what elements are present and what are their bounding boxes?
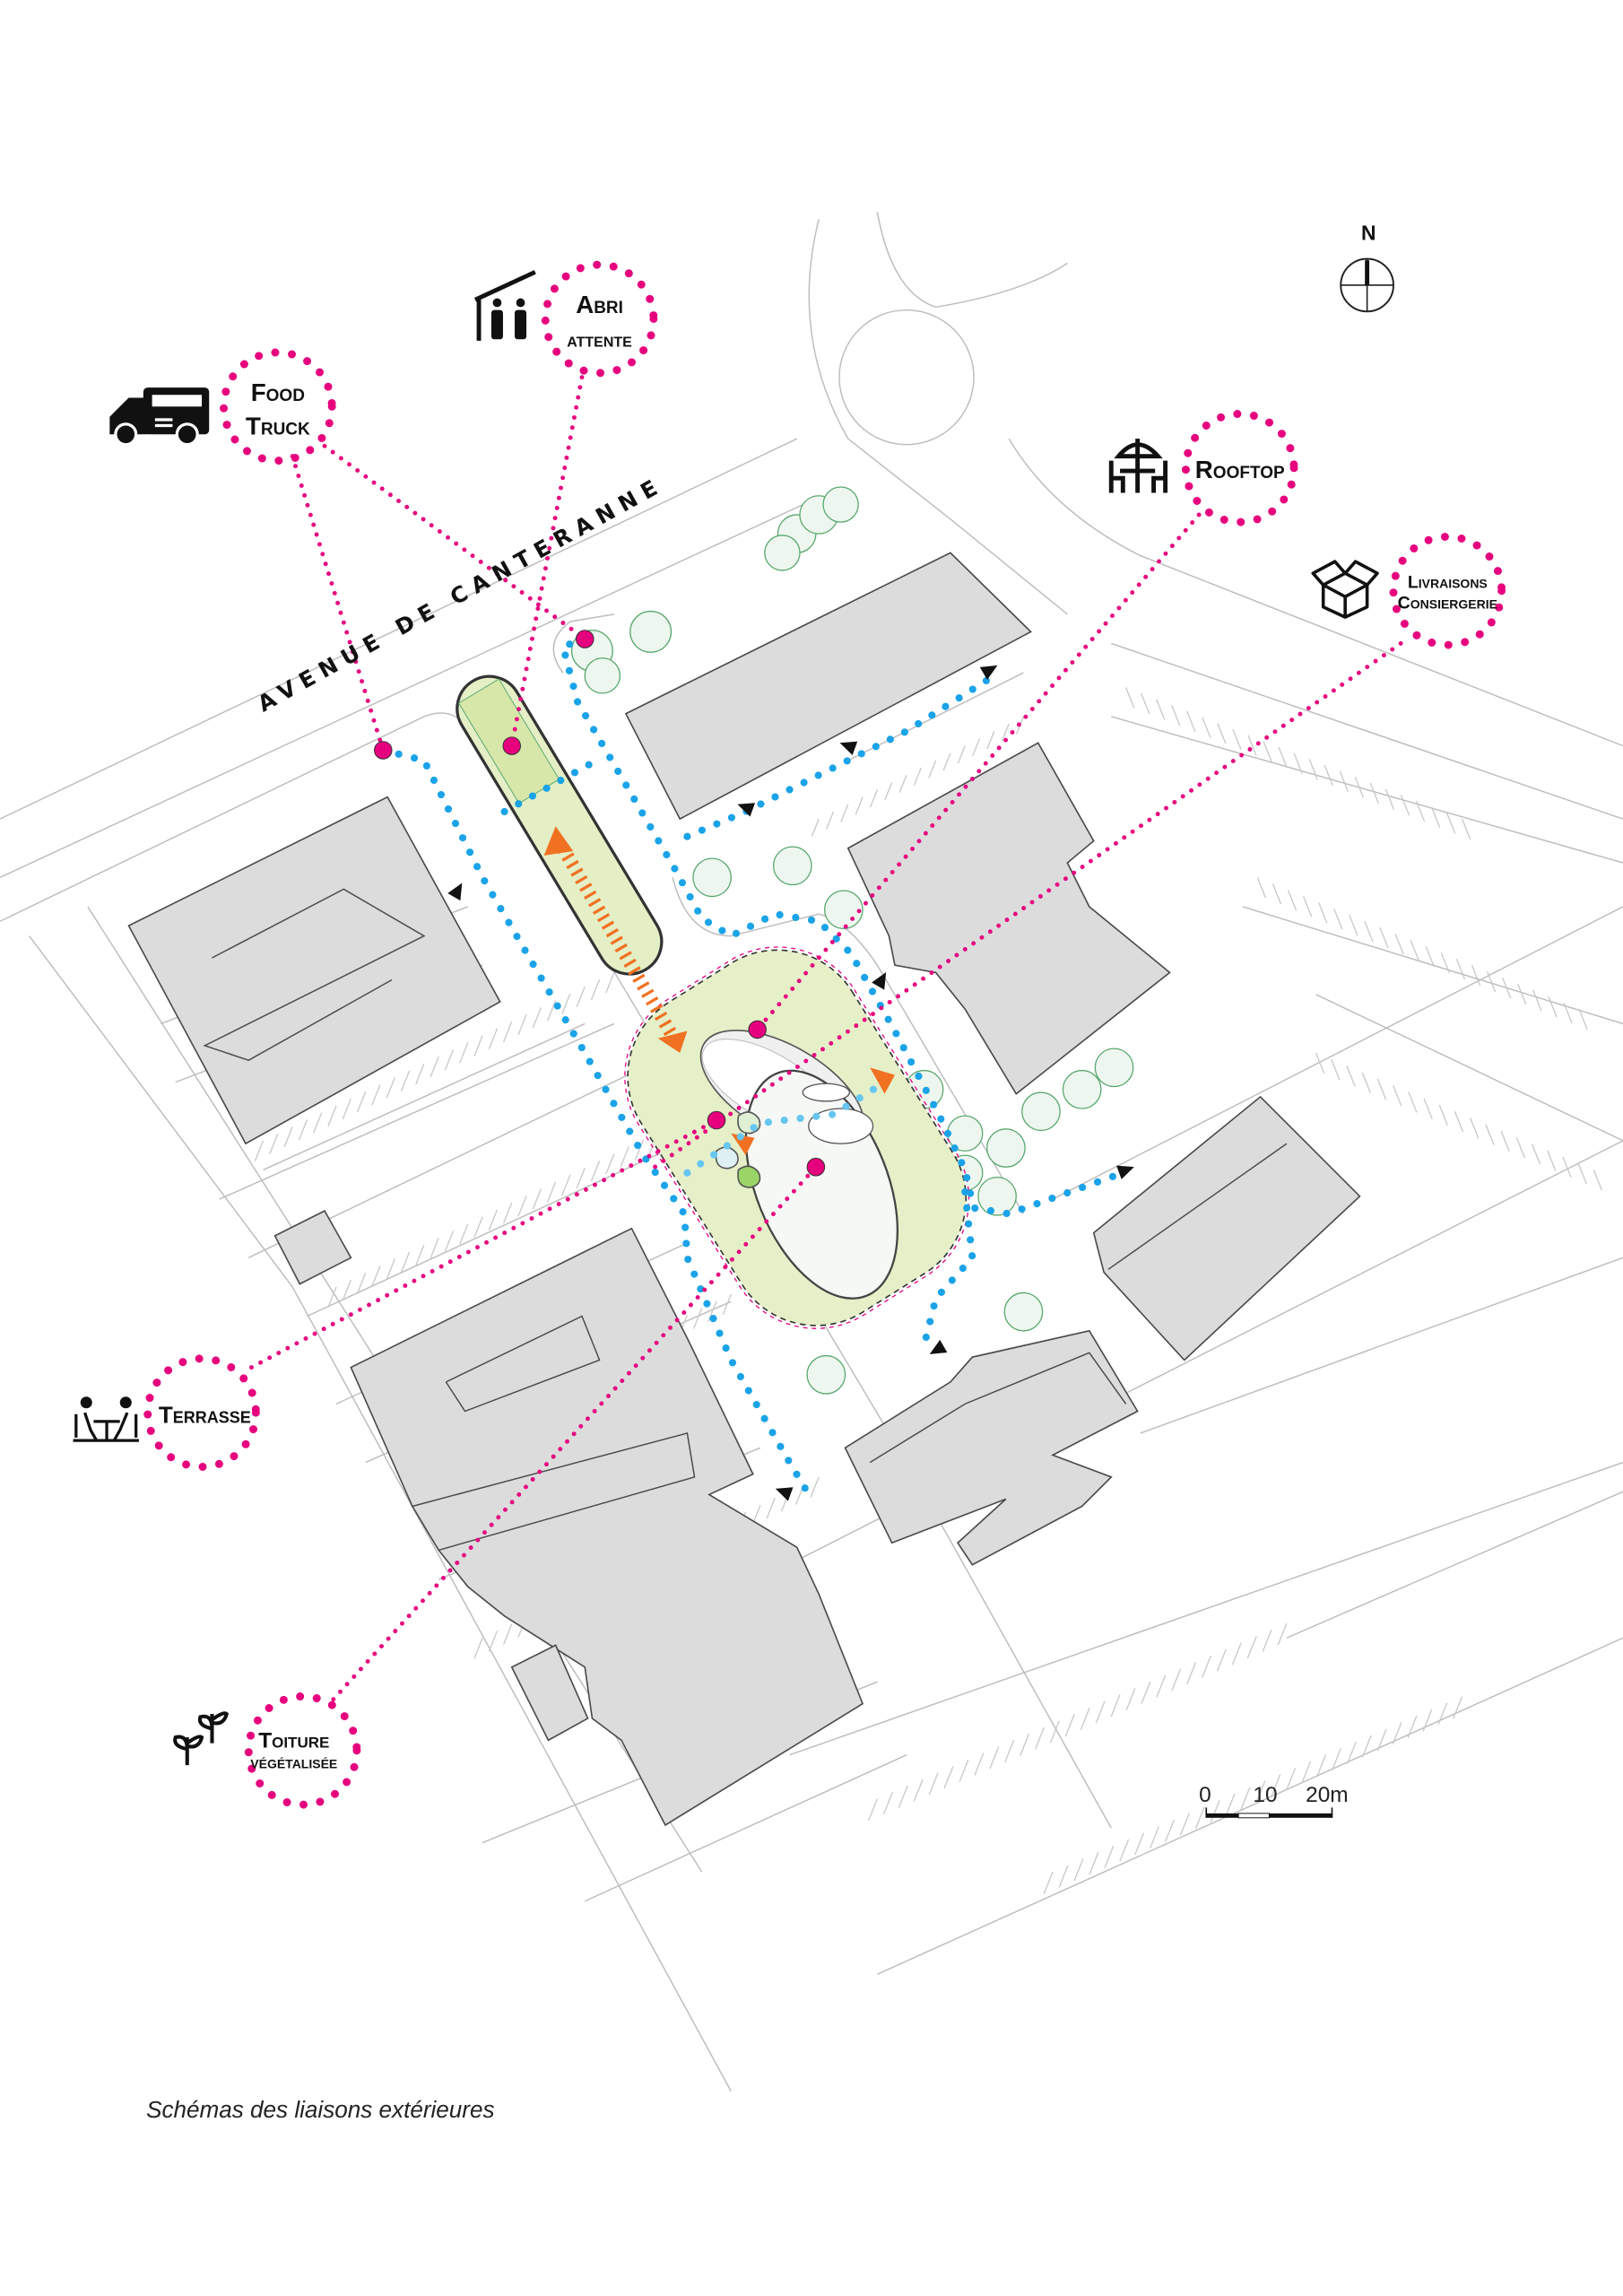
orange-arrow-icon: [543, 826, 574, 856]
planter: [737, 1111, 761, 1135]
svg-text:attente: attente: [567, 327, 632, 351]
label-toiture: Toiture végétalisée: [173, 1692, 361, 1809]
scale-bar: 0 10 20m: [1199, 1783, 1349, 1819]
tree: [822, 486, 859, 523]
label-rooftop: Rooftop: [1108, 409, 1298, 526]
svg-text:0: 0: [1199, 1783, 1211, 1807]
point-toiture: [806, 1157, 826, 1177]
arrow-icon: [775, 1487, 794, 1501]
orange-arrow-icon: [731, 1133, 755, 1156]
tree: [1094, 1048, 1134, 1088]
tree: [1062, 1069, 1102, 1109]
svg-text:Livraisons: Livraisons: [1408, 572, 1488, 592]
tree: [1003, 1292, 1044, 1332]
svg-text:20m: 20m: [1306, 1783, 1349, 1807]
svg-text:Toiture: Toiture: [258, 1729, 329, 1753]
svg-text:Rooftop: Rooftop: [1195, 456, 1285, 483]
label-livraisons: Livraisons Consiergerie: [1311, 532, 1506, 649]
direction-arrows: [447, 665, 1134, 1501]
building: [273, 1210, 352, 1285]
arrow-icon: [839, 741, 858, 756]
arrow-icon: [1116, 1165, 1134, 1179]
arrow-icon: [872, 972, 887, 990]
food-truck-icon: [109, 387, 210, 447]
building: [1092, 1095, 1361, 1361]
label-terrasse: Terrasse: [73, 1354, 260, 1471]
point-food-truck: [373, 741, 393, 760]
point-food-truck-2: [575, 630, 595, 648]
tree: [1021, 1091, 1061, 1132]
arrow-icon: [447, 883, 463, 901]
terrace-icon: [73, 1396, 139, 1442]
building: [350, 1227, 864, 1827]
svg-text:végétalisée: végétalisée: [250, 1752, 337, 1772]
svg-text:Terrasse: Terrasse: [159, 1402, 251, 1429]
building: [510, 1644, 589, 1742]
tree: [824, 890, 864, 930]
svg-text:10: 10: [1253, 1783, 1277, 1807]
building: [844, 1329, 1139, 1566]
box-icon: [1311, 560, 1379, 619]
skylight: [808, 1108, 874, 1144]
skylight: [802, 1083, 851, 1102]
tree: [806, 1354, 846, 1395]
building: [846, 742, 1171, 1095]
tree: [584, 657, 621, 694]
pedestrian-paths: [379, 635, 1127, 1496]
shelter-icon: [473, 270, 536, 341]
buildings: [127, 552, 1361, 1827]
label-food-truck: Food Truck: [109, 348, 336, 465]
arrow-icon: [929, 1339, 948, 1354]
plant-icon: [173, 1711, 230, 1766]
label-abri: Abri attente: [473, 260, 658, 378]
svg-text:Food: Food: [251, 378, 305, 406]
orange-arrow-icon: [870, 1067, 895, 1094]
svg-text:Truck: Truck: [246, 412, 310, 439]
building: [127, 796, 501, 1145]
caption: Schémas des liaisons extérieures: [146, 2096, 494, 2123]
point-abri: [502, 736, 522, 755]
planter: [737, 1165, 761, 1188]
umbrella-table-icon: [1108, 439, 1168, 493]
north-arrow: N: [1340, 221, 1394, 313]
tree: [986, 1128, 1026, 1168]
tree: [977, 1176, 1017, 1216]
arrow-icon: [979, 665, 998, 680]
svg-text:Consiergerie: Consiergerie: [1398, 593, 1497, 613]
north-label: N: [1361, 221, 1376, 244]
roundabout: [838, 309, 975, 446]
orange-connection: [543, 826, 895, 1156]
building: [624, 552, 1032, 821]
tree: [629, 610, 673, 653]
arrow-icon: [737, 803, 756, 817]
planter: [715, 1146, 739, 1170]
program-links: [249, 375, 1403, 1702]
point-terrasse: [707, 1110, 726, 1130]
tree: [772, 846, 812, 886]
tree: [764, 535, 801, 571]
svg-text:Abri: Abri: [576, 291, 623, 318]
point-rooftop: [748, 1020, 767, 1039]
tree: [692, 857, 732, 898]
